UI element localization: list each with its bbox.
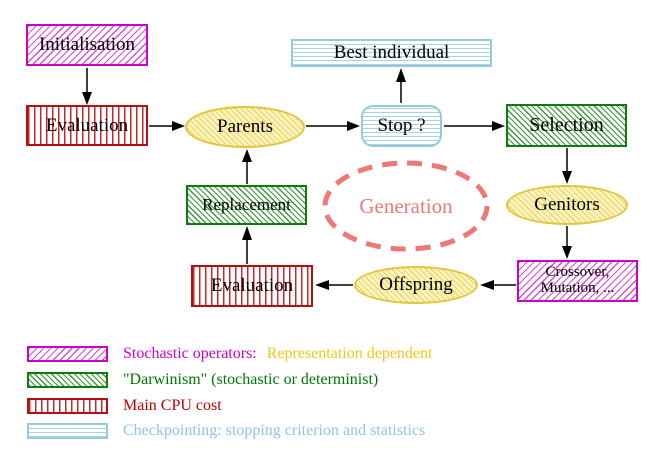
generation-label-text: Generation: [359, 194, 453, 218]
node-genitors: Genitors: [506, 185, 628, 225]
node-selection: Selection: [506, 104, 627, 147]
node-mutation-label: Mutation, ...: [540, 280, 615, 296]
node-best-individual-label: Best individual: [333, 42, 450, 64]
node-evaluation-bottom: Evaluation: [191, 265, 313, 307]
arrow-replacement-to-parents: [242, 149, 252, 184]
node-best-individual: Best individual: [291, 39, 492, 67]
arrow-stop-to-selection: [444, 121, 505, 131]
node-parents: Parents: [185, 106, 305, 148]
legend-swatch-green-diagonal-hatch: [27, 372, 108, 388]
arrow-crossover-mutation-to-offspring: [480, 280, 516, 290]
node-initialisation-label: Initialisation: [38, 34, 136, 56]
node-genitors-label: Genitors: [534, 194, 600, 216]
node-stop-label: Stop ?: [377, 115, 426, 137]
node-offspring: Offspring: [354, 266, 478, 304]
legend-swatch-red-vertical-stripes: [27, 398, 108, 414]
node-stop: Stop ?: [361, 105, 442, 147]
legend-label-representation-dependent: Representation dependent: [266, 345, 433, 362]
node-selection-label: Selection: [529, 114, 604, 136]
node-replacement-label: Replacement: [202, 195, 291, 215]
node-offspring-label: Offspring: [379, 274, 453, 296]
node-initialisation: Initialisation: [26, 24, 148, 66]
node-parents-label: Parents: [217, 116, 273, 138]
node-replacement: Replacement: [186, 185, 307, 225]
node-evaluation-top: Evaluation: [26, 105, 148, 146]
arrow-selection-to-genitors: [562, 148, 572, 184]
arrow-evaluation-to-replacement: [242, 226, 252, 264]
arrow-parents-to-stop: [306, 121, 360, 131]
node-evaluation-top-label: Evaluation: [45, 114, 129, 136]
arrow-initialisation-to-evaluation: [82, 68, 92, 105]
legend-label-stochastic-operators: Stochastic operators:: [123, 345, 257, 362]
node-evaluation-bottom-label: Evaluation: [210, 275, 294, 297]
node-crossover-mutation: Crossover, Mutation, ...: [517, 260, 638, 302]
arrow-offspring-to-evaluation: [315, 280, 353, 290]
arrow-genitors-to-crossover-mutation: [562, 226, 572, 259]
generation-dashed-ellipse: [322, 160, 490, 252]
legend-row-checkpointing: Checkpointing: stopping criterion and st…: [27, 420, 425, 442]
legend-swatch-cyan-horizontal-stripes: [27, 423, 108, 439]
legend-label-checkpointing: Checkpointing: stopping criterion and st…: [123, 422, 426, 439]
node-crossover-label: Crossover,: [545, 264, 610, 281]
legend-swatch-magenta-diagonal-hatch: [27, 346, 108, 362]
arrow-evaluation-to-parents: [149, 121, 185, 131]
legend-row-main-cpu-cost: Main CPU cost: [27, 395, 222, 417]
legend-row-darwinism: "Darwinism" (stochastic or determinist): [27, 369, 378, 391]
legend-row-stochastic-operators: Stochastic operators: Representation dep…: [27, 343, 432, 365]
legend-label-darwinism: "Darwinism" (stochastic or determinist): [123, 371, 379, 388]
legend-label-main-cpu-cost: Main CPU cost: [123, 397, 222, 414]
arrow-stop-to-best-individual: [396, 68, 406, 103]
generation-label: Generation: [325, 163, 487, 250]
